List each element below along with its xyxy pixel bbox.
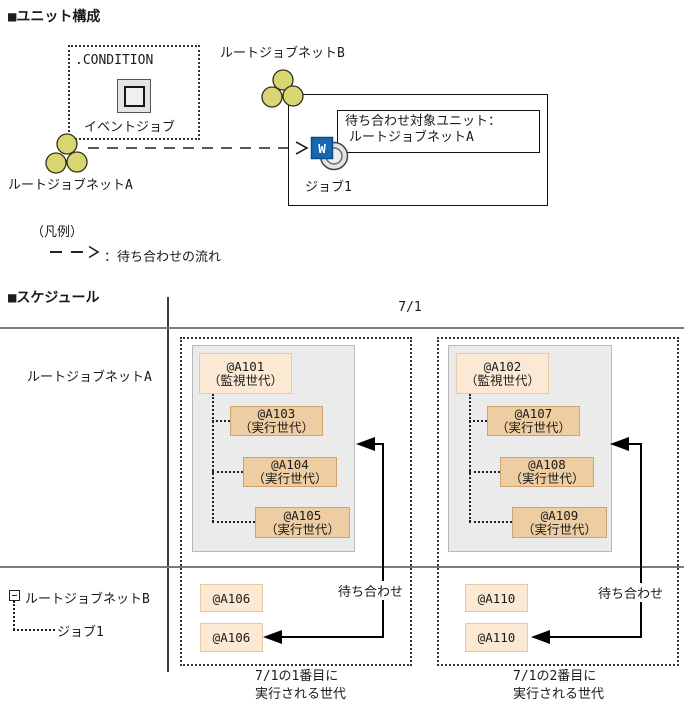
generation-id: @A103 — [257, 406, 296, 421]
generation-type: （監視世代） — [207, 372, 283, 388]
generation-connector-hline — [212, 420, 230, 422]
jobnet-b-icon — [261, 69, 304, 108]
generation-id: @A102 — [483, 358, 522, 374]
generation-connector-hline — [469, 471, 500, 473]
generation-type: （実行世代） — [521, 521, 597, 537]
generation-id: @A101 — [226, 358, 265, 374]
wait-arrow-line — [281, 636, 384, 638]
wait-target-note-line2: ルートジョブネットA — [349, 130, 474, 145]
jobnetb-gen-box: @A106 — [200, 584, 263, 612]
column-caption: 7/1の2番目に 実行される世代 — [513, 668, 604, 703]
schedule-header-rule — [0, 327, 684, 329]
jobnet-b-label: ルートジョブネットB — [220, 46, 345, 61]
wait-arrow-line — [382, 443, 384, 638]
generation-connector-hline — [469, 420, 487, 422]
generation-id: @A107 — [514, 406, 553, 421]
wait-arrowhead — [263, 630, 282, 644]
unit-config-title: ■ユニット構成 — [8, 9, 101, 25]
wait-arrowhead — [531, 630, 550, 644]
event-job-label: イベントジョブ — [84, 120, 176, 135]
generation-id: @A105 — [283, 507, 322, 523]
column-caption-line1: 7/1の2番目に — [513, 669, 597, 684]
generation-box: @A109 （実行世代） — [512, 507, 607, 538]
generation-id: @A109 — [540, 507, 579, 523]
jobnet-a-icon — [45, 133, 88, 174]
wait-label: 待ち合わせ — [597, 583, 665, 602]
jobnetb-gen-box: @A110 — [465, 584, 528, 612]
condition-box — [68, 45, 200, 140]
event-job-icon-inner — [123, 85, 145, 107]
generation-group-box-2 — [437, 337, 679, 666]
job1-icon: W — [310, 136, 349, 171]
wait-arrow-line — [640, 443, 642, 638]
generation-box: @A104 （実行世代） — [243, 457, 337, 487]
generation-box: @A103 （実行世代） — [230, 406, 323, 436]
wait-arrowhead — [356, 437, 375, 451]
generation-id: @A108 — [528, 457, 566, 472]
column-caption-line2: 実行される世代 — [255, 686, 347, 702]
wait-target-note-line1: 待ち合わせ対象ユニット： — [345, 114, 502, 129]
row-b-tree-vline — [13, 601, 15, 630]
generation-box: @A107 （実行世代） — [487, 406, 580, 436]
generation-type: （実行世代） — [238, 420, 314, 435]
generation-type: （実行世代） — [509, 471, 585, 486]
generation-id: @A104 — [271, 457, 309, 472]
condition-label: .CONDITION — [75, 53, 154, 68]
jobnet-a-label: ルートジョブネットA — [8, 178, 133, 193]
legend-title: （凡例） — [31, 225, 84, 240]
column-caption: 7/1の1番目に 実行される世代 — [255, 668, 346, 703]
wait-target-note: 待ち合わせ対象ユニット： ルートジョブネットA — [337, 110, 540, 153]
job1-gen-box: @A106 — [200, 623, 263, 652]
wait-label: 待ち合わせ — [337, 581, 405, 600]
wait-badge — [310, 136, 334, 160]
generation-box: @A101 （監視世代） — [199, 353, 292, 394]
column-caption-line1: 7/1の1番目に — [255, 669, 339, 684]
generation-type: （監視世代） — [464, 372, 540, 388]
jobnet-b-box — [288, 94, 548, 206]
generation-connector-hline — [212, 521, 255, 523]
generation-box: @A102 （監視世代） — [456, 353, 549, 394]
wait-arrow-line — [549, 636, 642, 638]
row-a-label: ルートジョブネットA — [27, 370, 152, 385]
job1-gen-box: @A110 — [465, 623, 528, 652]
schedule-row-rule — [0, 566, 684, 568]
row-b-expand-icon — [9, 590, 20, 601]
generation-connector-vline — [212, 394, 214, 522]
schedule-title: ■スケジュール — [8, 290, 100, 306]
generation-group-box-1 — [180, 337, 412, 666]
wait-arrow-line — [628, 443, 642, 445]
wait-arrowhead — [610, 437, 629, 451]
column-caption-line2: 実行される世代 — [513, 686, 605, 702]
wait-arrow-line — [374, 443, 384, 445]
schedule-date-header: 7/1 — [398, 300, 422, 315]
wait-badge-letter: W — [318, 141, 326, 156]
wait-flow-arrow — [88, 141, 309, 155]
row-b-tree-hline — [13, 629, 55, 631]
job1-row-label: ジョブ1 — [57, 625, 104, 640]
schedule-vertical-rule — [167, 297, 169, 672]
generation-box: @A108 （実行世代） — [500, 457, 594, 487]
generation-type: （実行世代） — [495, 420, 571, 435]
legend-wait-flow-label: ：待ち合わせの流れ — [104, 250, 222, 265]
generation-connector-vline — [469, 394, 471, 522]
generation-connector-hline — [469, 521, 512, 523]
legend-wait-flow-symbol — [50, 245, 100, 259]
generation-type: （実行世代） — [252, 471, 328, 486]
generation-type: （実行世代） — [264, 521, 340, 537]
event-job-icon — [117, 79, 151, 113]
job1-label: ジョブ1 — [305, 180, 352, 195]
row-b-label: ルートジョブネットB — [25, 592, 150, 607]
generation-connector-hline — [212, 471, 243, 473]
generation-box: @A105 （実行世代） — [255, 507, 350, 538]
